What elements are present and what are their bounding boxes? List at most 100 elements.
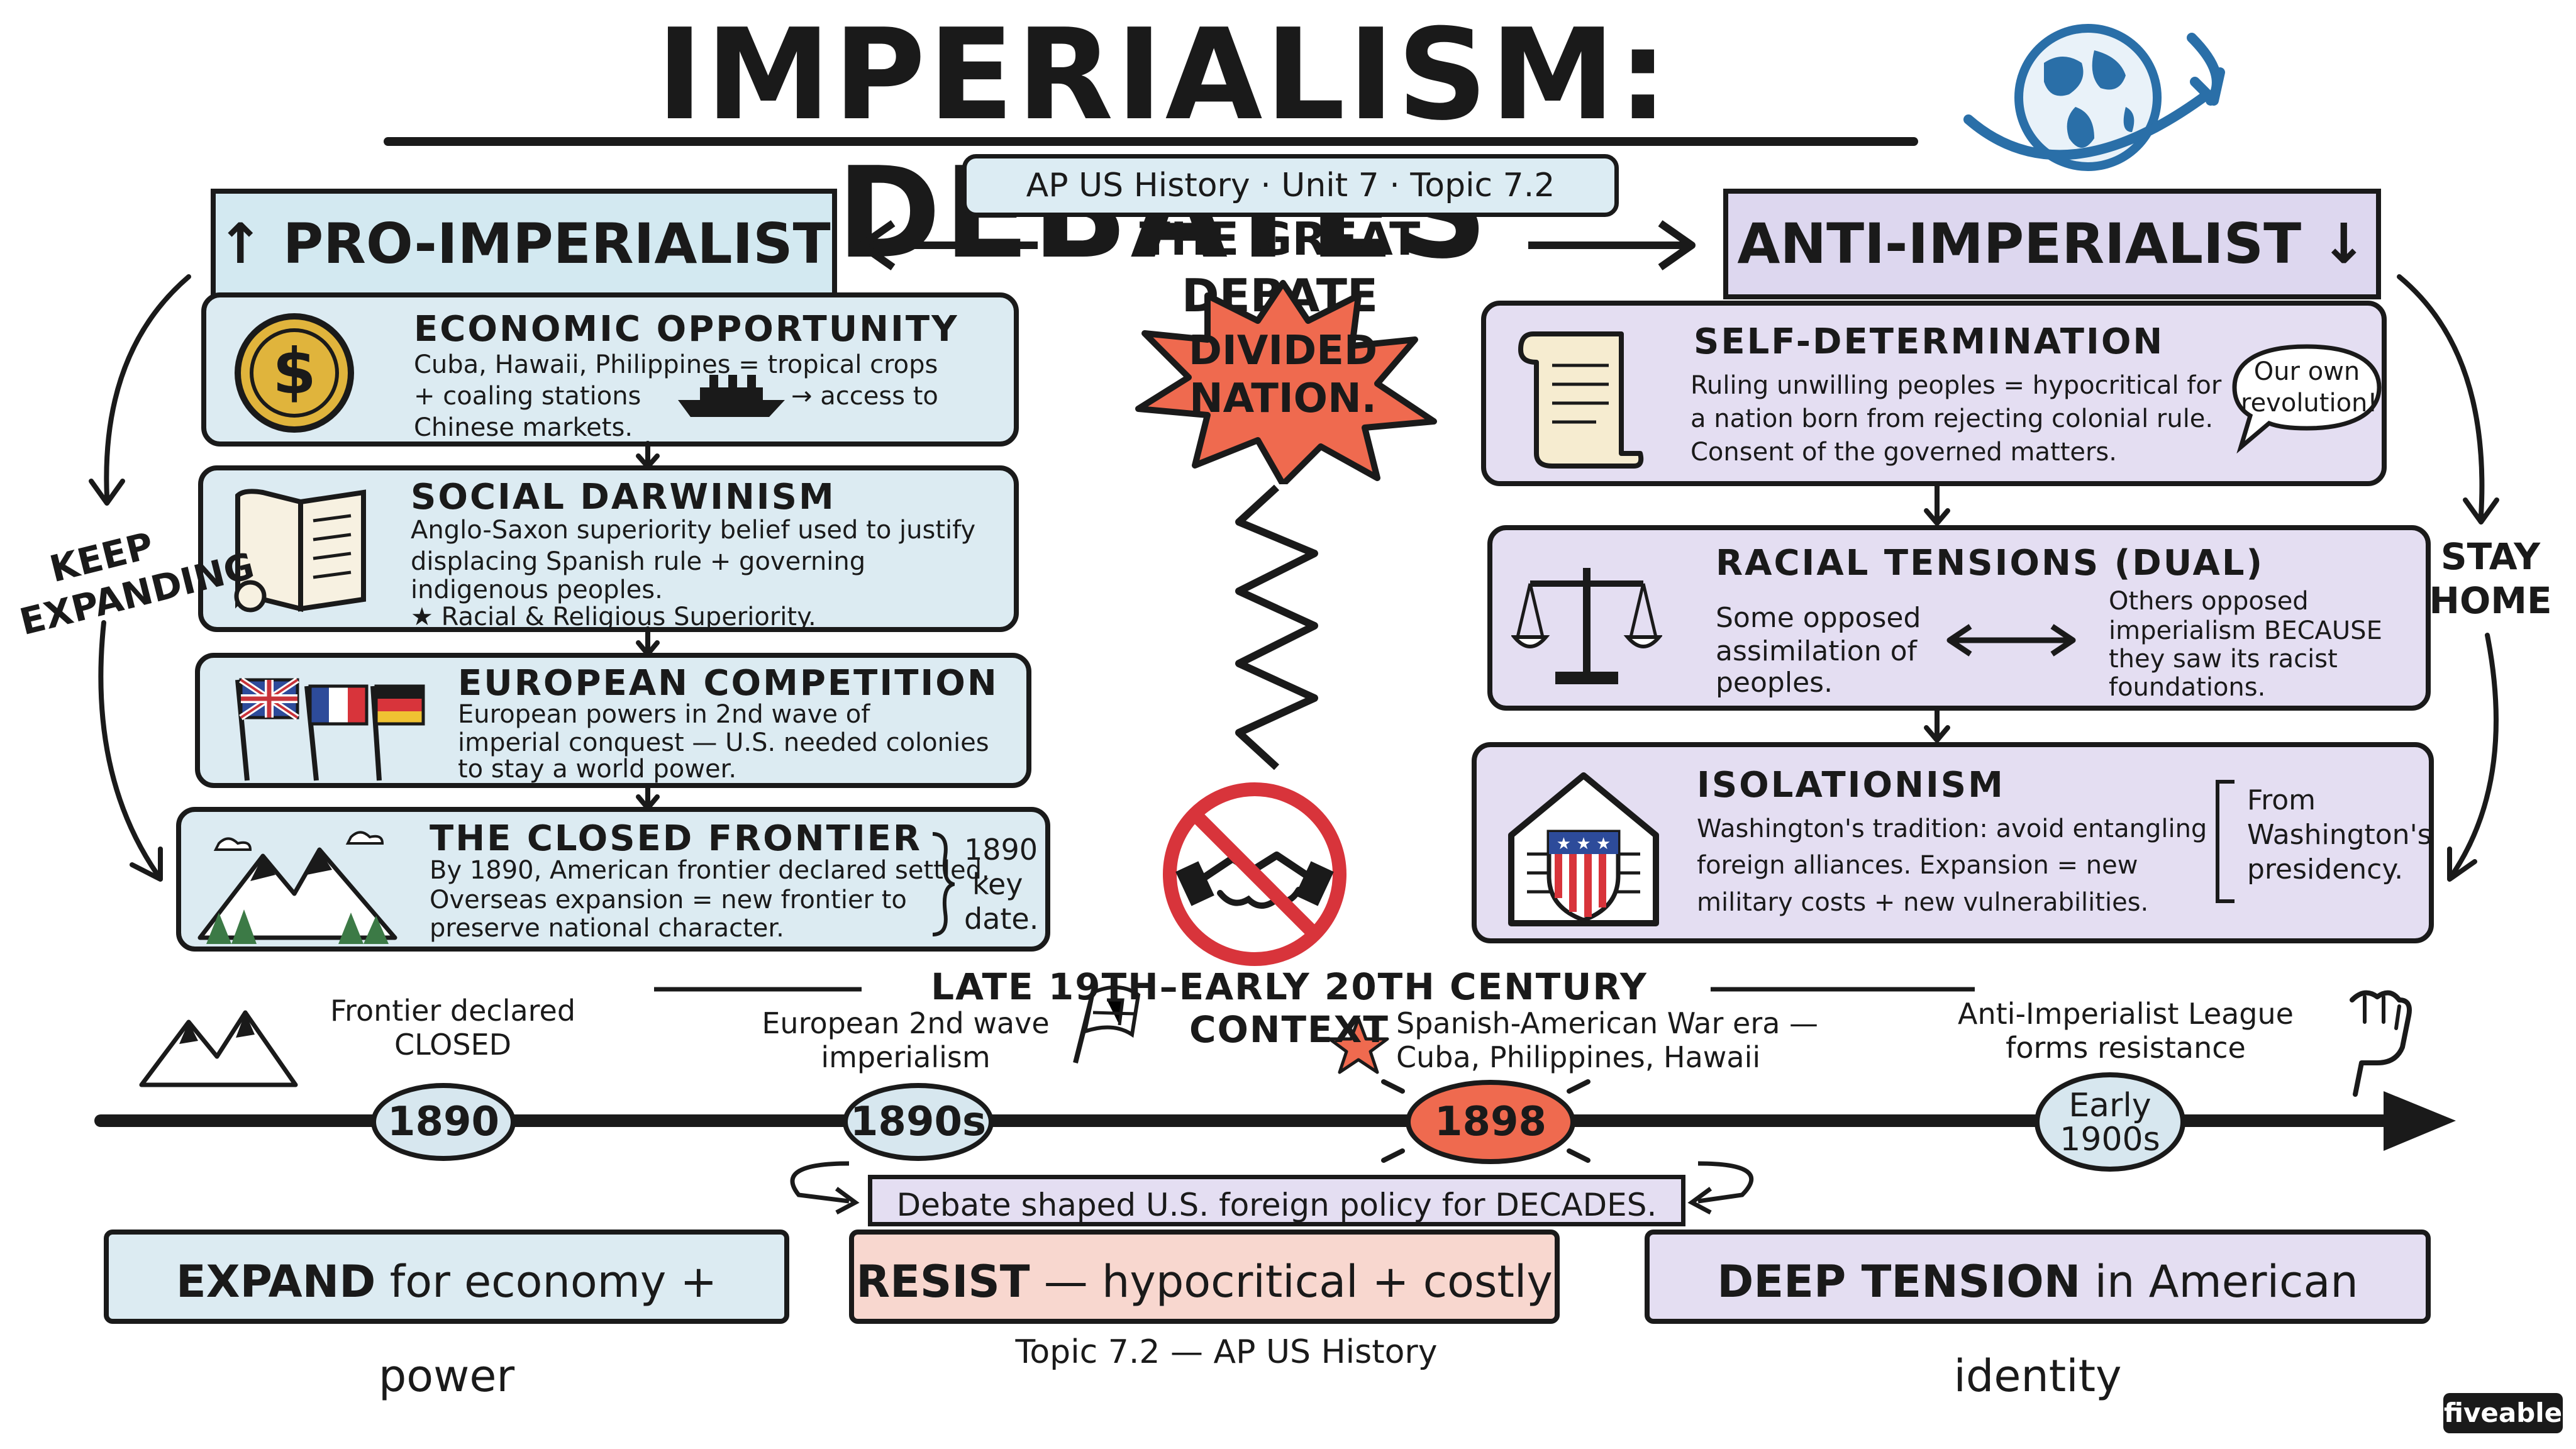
card-title: ECONOMIC OPPORTUNITY <box>414 309 959 350</box>
timeline-label-line: European 2nd wave <box>762 1006 1050 1040</box>
down-arrow-icon: ↓ <box>2320 211 2367 276</box>
speech-bubble-text: Our own revolution! <box>2241 356 2378 419</box>
card-title: ISOLATIONISM <box>1697 765 2005 806</box>
timeline-label: Spanish-American War era — Cuba, Philipp… <box>1396 1006 1849 1074</box>
note-line: presidency. <box>2247 853 2404 886</box>
card-line: indigenous peoples. <box>411 575 663 604</box>
summary-bold: EXPAND <box>175 1256 376 1307</box>
note-line: 1890 <box>964 833 1038 867</box>
card-line: they saw its racist <box>2109 645 2338 674</box>
brace-icon <box>932 832 955 936</box>
bubble-line: revolution! <box>2241 389 2378 418</box>
card-line: a nation born from rejecting colonial ru… <box>1690 404 2214 433</box>
up-arrow-icon: ↑ <box>217 211 264 276</box>
book-icon <box>234 489 366 613</box>
timeline-node-line: 1900s <box>2060 1121 2160 1158</box>
summary-expand: EXPAND for economy + power <box>104 1230 789 1402</box>
card-line: to stay a world power. <box>458 755 737 784</box>
timeline-node-1890: 1890 <box>371 1083 516 1161</box>
mountains-icon <box>197 831 397 944</box>
card-line: By 1890, American frontier declared sett… <box>430 856 990 885</box>
note-line: date. <box>964 902 1039 936</box>
card-line: + coaling stations <box>414 382 641 411</box>
great-debate-arrows <box>858 220 1696 270</box>
card-title: SOCIAL DARWINISM <box>411 477 836 518</box>
dollar-coin-icon: $ <box>235 313 354 433</box>
summary-tension: DEEP TENSION in American identity <box>1645 1230 2431 1402</box>
card-line: Anglo-Saxon superiority belief used to j… <box>411 516 976 545</box>
timeline-node-1890s: 1890s <box>843 1083 994 1161</box>
card-line: foreign alliances. Expansion = new <box>1697 851 2138 880</box>
card-title: RACIAL TENSIONS (DUAL) <box>1716 543 2265 584</box>
divided-nation-badge: DIVIDED NATION. <box>1188 328 1378 422</box>
card-line: Consent of the governed matters. <box>1690 438 2117 467</box>
speech-bubble-icon <box>2232 344 2382 453</box>
timeline-heading: LATE 19TH–EARLY 20TH CENTURY CONTEXT <box>931 965 1648 1051</box>
card-title: SELF-DETERMINATION <box>1694 321 2165 362</box>
debate-banner: Debate shaped U.S. foreign policy for DE… <box>868 1175 1685 1226</box>
pro-imperialist-banner: ↑ PRO-IMPERIALIST <box>211 189 837 299</box>
timeline-label: Frontier declared CLOSED <box>289 994 616 1062</box>
timeline-label-line: Anti-Imperialist League <box>1958 997 2294 1031</box>
stay-home-line: HOME <box>2429 579 2552 622</box>
timeline-node-early-1900s: Early 1900s <box>2035 1072 2185 1172</box>
globe-icon <box>1963 24 2225 171</box>
house-shield-icon: ★ ★ ★ <box>1508 772 1659 926</box>
double-arrow-icon <box>1946 624 2076 657</box>
card-line: military costs + new vulnerabilities. <box>1697 888 2149 917</box>
timeline-label-line: Frontier declared <box>330 994 576 1028</box>
card-line: Cuba, Hawaii, Philippines = tropical cro… <box>414 350 938 379</box>
keep-expanding-label: KEEP EXPANDING <box>15 523 258 644</box>
bubble-line: Our own <box>2253 357 2360 386</box>
scroll-icon <box>1518 331 1644 469</box>
card-title: EUROPEAN COMPETITION <box>458 663 999 704</box>
card-line: Chinese markets. <box>414 413 633 442</box>
subtitle-pill: AP US History · Unit 7 · Topic 7.2 <box>962 154 1619 217</box>
steamship-icon <box>678 375 785 417</box>
card-line: assimilation of <box>1716 635 1917 667</box>
timeline-label-line: Spanish-American War era — <box>1396 1006 1819 1040</box>
card-line: peoples. <box>1716 667 1833 699</box>
card-line: → access to <box>791 382 938 411</box>
svg-text:★ ★ ★: ★ ★ ★ <box>1557 835 1611 853</box>
card-self-determination: SELF-DETERMINATION Ruling unwilling peop… <box>1481 301 2387 486</box>
anti-imperialist-banner: ANTI-IMPERIALIST ↓ <box>1723 189 2381 299</box>
summary-bold: DEEP TENSION <box>1717 1256 2081 1307</box>
card-line: preserve national character. <box>430 914 784 943</box>
zigzag-line <box>1235 484 1318 770</box>
card-line: Others opposed <box>2109 587 2309 616</box>
svg-text:$: $ <box>272 335 316 408</box>
summary-text: in American identity <box>1953 1256 2358 1402</box>
card-european-competition: EUROPEAN COMPETITION European powers in … <box>195 653 1031 788</box>
card-title: THE CLOSED FRONTIER <box>430 818 923 859</box>
card-line: Some opposed <box>1716 602 1921 634</box>
footer-caption: Topic 7.2 — AP US History <box>1015 1333 1438 1371</box>
summary-bold: RESIST <box>856 1256 1030 1307</box>
note-line: From <box>2247 784 2316 816</box>
stay-home-label: STAY HOME <box>2428 535 2553 623</box>
card-social-darwinism: SOCIAL DARWINISM Anglo-Saxon superiority… <box>198 465 1019 632</box>
card-line: displacing Spanish rule + governing <box>411 547 866 576</box>
burst-badge-icon <box>1135 280 1437 484</box>
timeline-label: European 2nd wave imperialism <box>742 1006 1069 1074</box>
fiveable-logo: fiveable <box>2443 1393 2563 1433</box>
card-line: imperialism BECAUSE <box>2109 616 2382 645</box>
card-closed-frontier: THE CLOSED FRONTIER By 1890, American fr… <box>176 807 1050 952</box>
card-racial-tensions: RACIAL TENSIONS (DUAL) Some opposed assi… <box>1487 525 2431 711</box>
stay-home-line: STAY <box>2440 535 2541 578</box>
timeline-node-line: Early <box>2068 1087 2151 1124</box>
card-line: European powers in 2nd wave of <box>458 700 870 729</box>
card-line: Washington's tradition: avoid entangling <box>1697 814 2207 843</box>
timeline-label-line: CLOSED <box>394 1028 511 1062</box>
title-underline <box>384 137 1918 146</box>
card-line: foundations. <box>2109 673 2266 702</box>
no-handshake-icon <box>1163 782 1346 966</box>
european-flags-icon <box>235 677 425 781</box>
note-line: Washington's <box>2247 819 2432 851</box>
anti-imperialist-label: ANTI-IMPERIALIST <box>1737 211 2302 276</box>
timeline-label-line: imperialism <box>821 1040 991 1074</box>
note-line: key <box>972 867 1023 901</box>
bracket-icon <box>2216 780 2235 903</box>
card-isolationism: ★ ★ ★ ISOLATIONISM Washington's traditio… <box>1472 742 2434 943</box>
card-line: Ruling unwilling peoples = hypocritical … <box>1690 371 2222 400</box>
